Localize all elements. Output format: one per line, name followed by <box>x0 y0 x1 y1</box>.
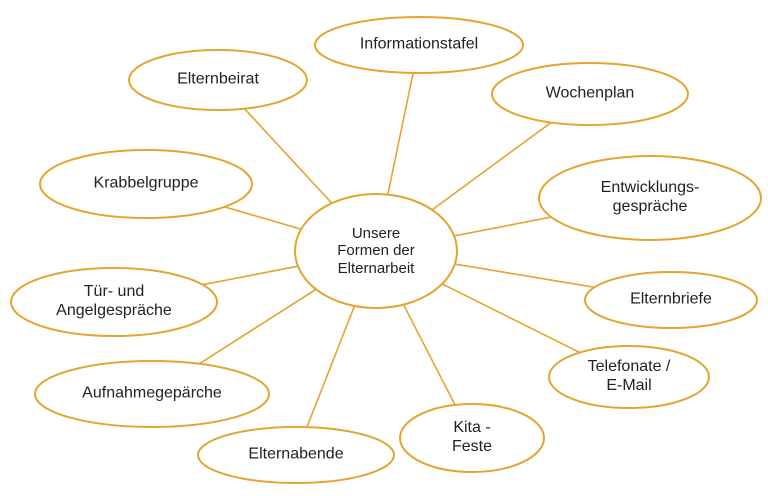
node-ellipse-entwicklungsgespraeche <box>538 155 762 241</box>
node-ellipse-elternbriefe <box>584 271 758 329</box>
node-ellipse-informationstafel <box>314 16 524 74</box>
node-label-telefonate-email: Telefonate / E-Mail <box>587 358 671 394</box>
node-label-kita-feste: Kita - Feste <box>451 419 492 455</box>
node-ellipse-krabbelgruppe <box>39 149 253 219</box>
node-ellipses <box>10 16 762 484</box>
node-label-elternabende: Elternabende <box>248 445 344 463</box>
node-label-tuer-und-angelgespraeche: Tür- und Angelgespräche <box>56 283 172 319</box>
center-ellipse <box>294 193 458 309</box>
node-label-elternbriefe: Elternbriefe <box>630 290 712 308</box>
node-ellipse-tuer-und-angelgespraeche <box>10 267 218 337</box>
node-ellipse-kita-feste <box>399 403 545 473</box>
node-label-aufnahmegepaerche: Aufnahmegepärche <box>82 384 222 402</box>
node-ellipse-aufnahmegepaerche <box>34 360 270 428</box>
node-label-informationstafel: Informationstafel <box>359 35 479 53</box>
node-label-wochenplan: Wochenplan <box>545 84 635 102</box>
node-label-krabbelgruppe: Krabbelgruppe <box>93 174 199 192</box>
node-ellipse-elternbeirat <box>128 49 308 111</box>
node-ellipse-wochenplan <box>491 62 689 126</box>
node-label-elternbeirat: Elternbeirat <box>177 70 259 88</box>
node-ellipse-elternabende <box>197 426 395 484</box>
node-ellipse-telefonate-email <box>548 345 710 409</box>
node-label-entwicklungsgespraeche: Entwicklungs- gespräche <box>600 179 700 215</box>
center-node-label: Unsere Formen der Elternarbeit <box>337 225 415 277</box>
